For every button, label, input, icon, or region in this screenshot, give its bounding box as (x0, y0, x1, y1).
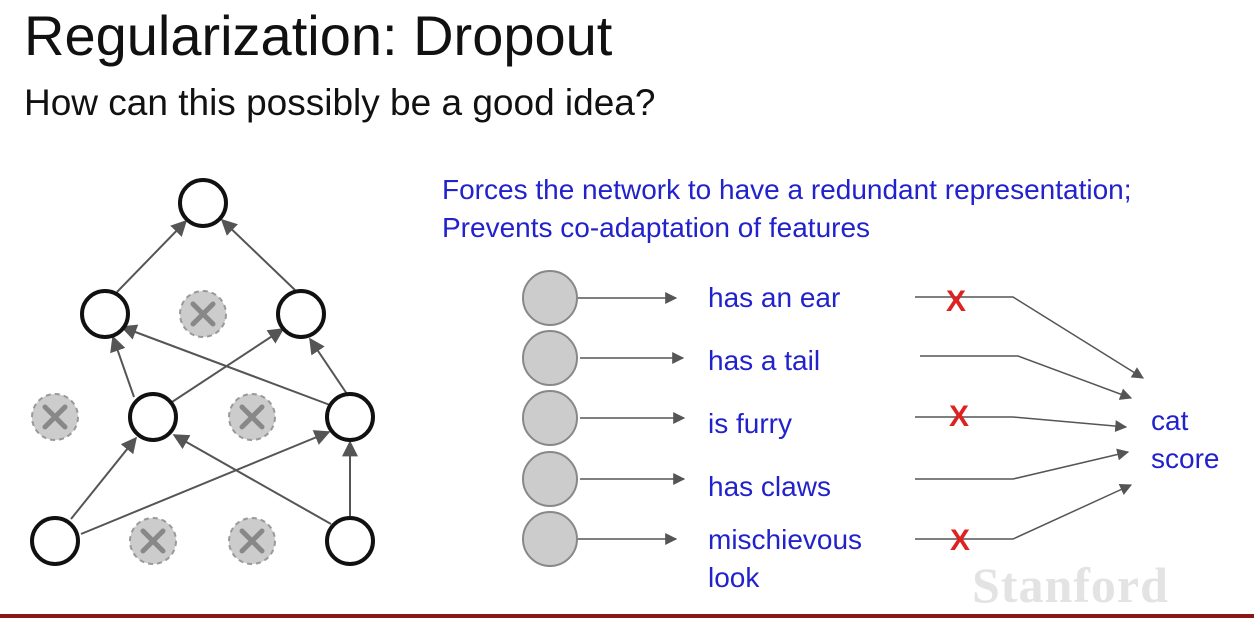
slide-title: Regularization: Dropout (24, 4, 613, 67)
explanation-line-1: Forces the network to have a redundant r… (442, 174, 1132, 205)
network-node (30, 516, 80, 566)
score-connection (915, 296, 1145, 379)
slide-subtitle: How can this possibly be a good idea? (24, 82, 656, 123)
score-connection (920, 355, 1133, 400)
cat-score-line-2: score (1151, 442, 1220, 474)
edge (116, 219, 188, 293)
feature-label-tail: has a tail (708, 345, 821, 376)
dropped-node (228, 517, 276, 565)
dropout-mark: X (949, 400, 969, 433)
feature-label-mischievous: mischievous (708, 524, 863, 555)
edge (70, 436, 138, 520)
feature-label-furry: is furry (708, 408, 792, 439)
accent-bar (0, 614, 1254, 618)
feature-arrows (578, 292, 686, 545)
cat-score-label: cat score (1151, 402, 1219, 478)
network-node (128, 392, 178, 442)
dropped-node (31, 393, 79, 441)
network-node (80, 289, 130, 339)
edge (120, 324, 331, 406)
feature-node (522, 270, 578, 326)
feature-label-claws: has claws (708, 471, 831, 502)
score-connections (915, 296, 1145, 540)
network-node (276, 289, 326, 339)
dropout-marks: X X X (946, 285, 970, 557)
network-node (325, 516, 375, 566)
score-connection (915, 484, 1133, 540)
explanation-line-2: Prevents co-adaptation of features (442, 212, 871, 243)
dropped-node (129, 517, 177, 565)
stanford-watermark: Stanford (972, 557, 1169, 613)
score-connection (915, 416, 1128, 433)
edge (220, 218, 296, 291)
feature-label-look: look (708, 562, 760, 593)
feature-input-nodes (522, 270, 578, 567)
network-active-nodes (30, 178, 375, 566)
dropout-mark: X (946, 285, 966, 318)
dropped-node (228, 393, 276, 441)
edge (110, 335, 135, 398)
edge (172, 434, 332, 525)
network-node (178, 178, 228, 228)
dropout-mark: X (950, 524, 970, 557)
edge (80, 430, 331, 535)
feature-node (522, 451, 578, 507)
dropped-node (179, 290, 227, 338)
feature-node (522, 511, 578, 567)
edge (309, 337, 348, 395)
cat-score-line-1: cat (1151, 405, 1189, 436)
feature-label-ear: has an ear (708, 282, 841, 313)
network-edges (70, 218, 358, 535)
score-connection (915, 448, 1130, 480)
network-dropped-nodes (31, 290, 276, 565)
feature-node (522, 330, 578, 386)
network-node (325, 392, 375, 442)
feature-node (522, 390, 578, 446)
